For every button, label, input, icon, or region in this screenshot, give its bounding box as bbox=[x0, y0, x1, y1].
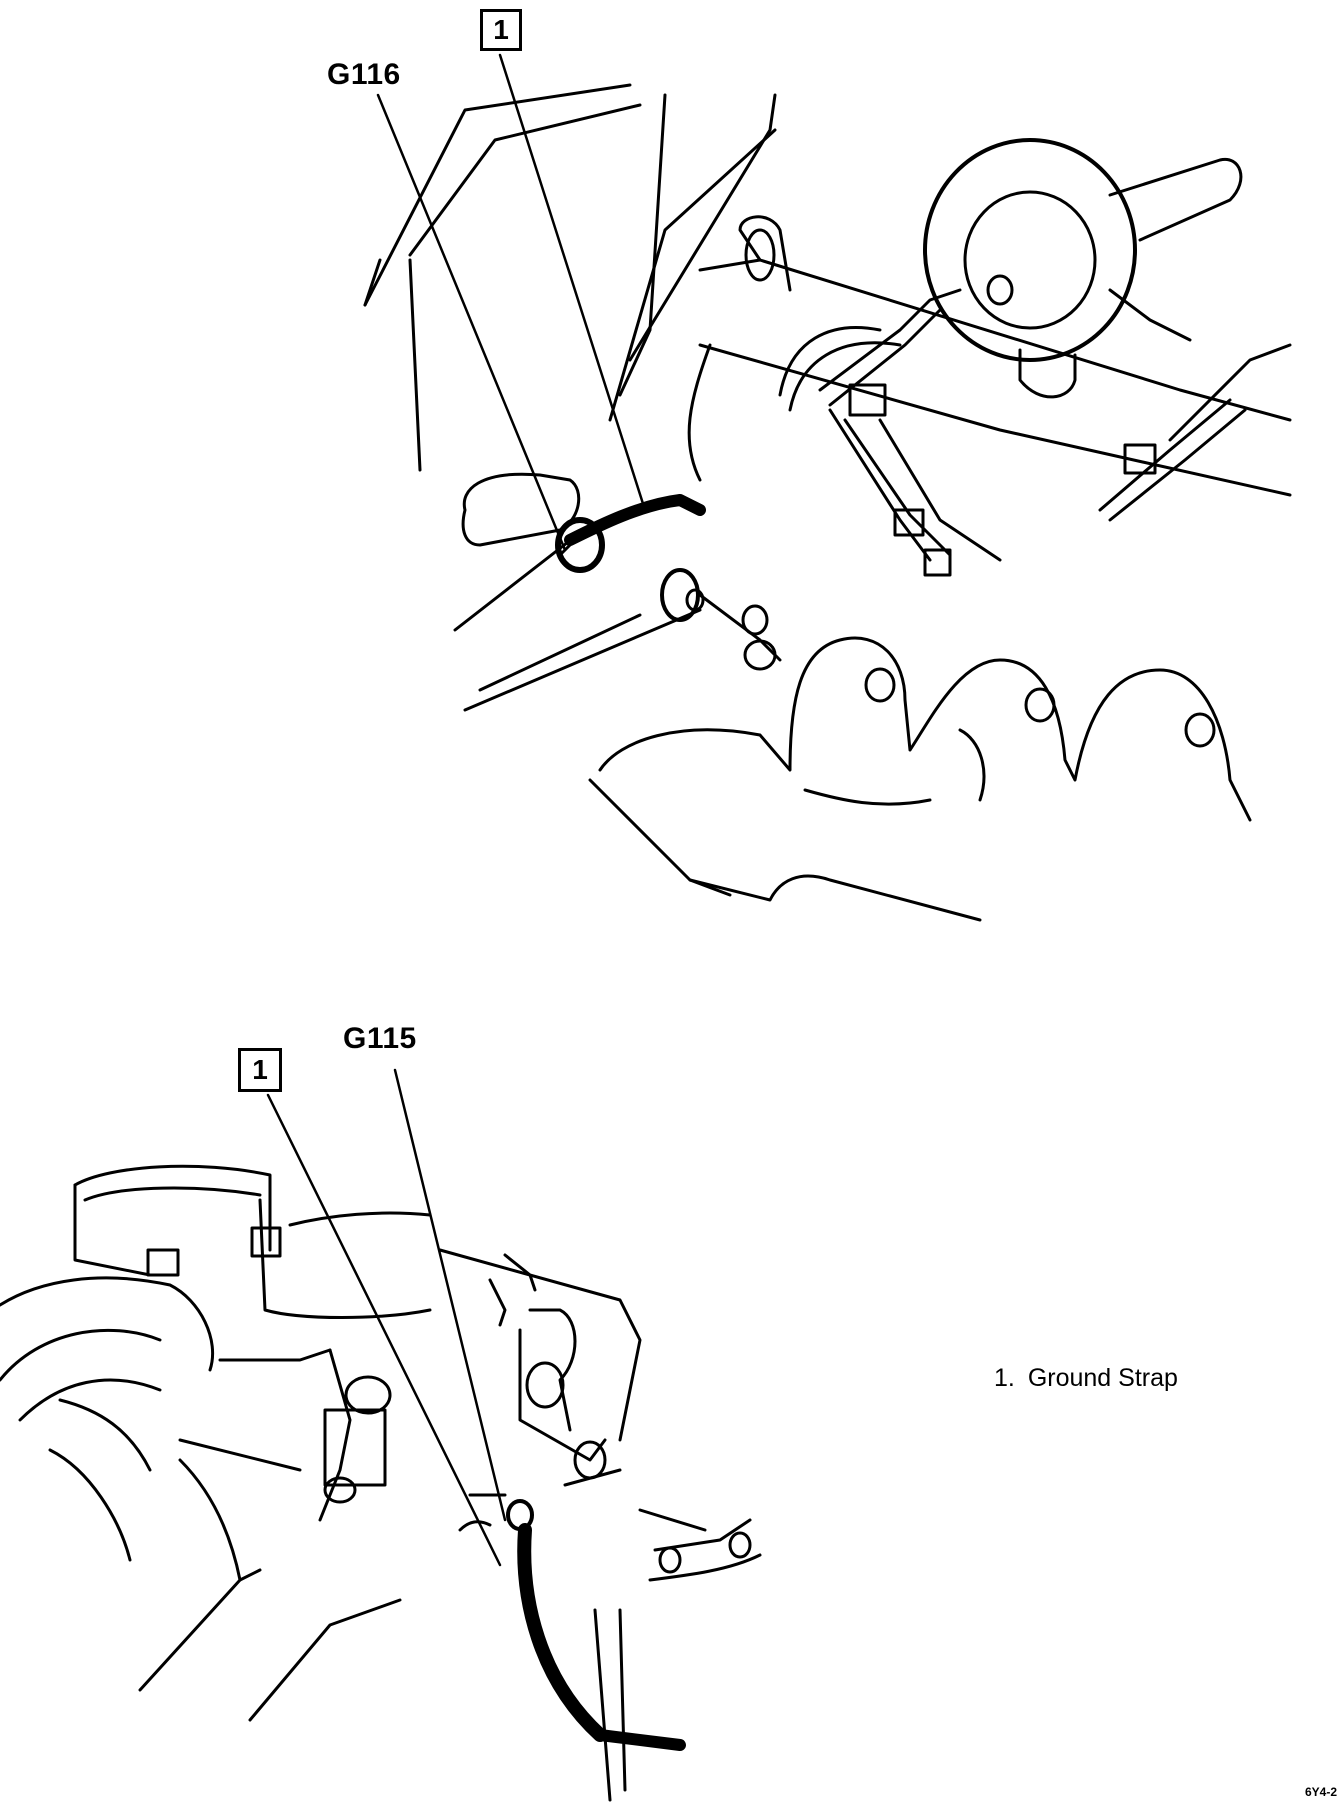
top-engine-illustration bbox=[363, 83, 1292, 922]
bottom-engine-illustration bbox=[0, 1164, 762, 1802]
figure-code: 6Y4-2 bbox=[1305, 1785, 1338, 1799]
callout-1-bottom-leader-line bbox=[266, 1093, 502, 1567]
legend-item-number: 1. bbox=[994, 1364, 1015, 1392]
g116-leader-line bbox=[376, 93, 567, 552]
top-leader-lines bbox=[376, 53, 647, 552]
g115-leader-line bbox=[393, 1068, 507, 1522]
callout-1-bottom: 1 bbox=[238, 1048, 282, 1092]
bottom-leader-lines bbox=[266, 1068, 507, 1567]
legend-item-text: Ground Strap bbox=[1027, 1364, 1178, 1392]
callout-1-top: 1 bbox=[480, 9, 522, 51]
g115-label: G115 bbox=[343, 1022, 417, 1055]
callout-1-top-leader-line bbox=[498, 53, 647, 512]
legend: 1. Ground Strap bbox=[994, 1364, 1178, 1393]
g116-label: G116 bbox=[327, 58, 401, 91]
